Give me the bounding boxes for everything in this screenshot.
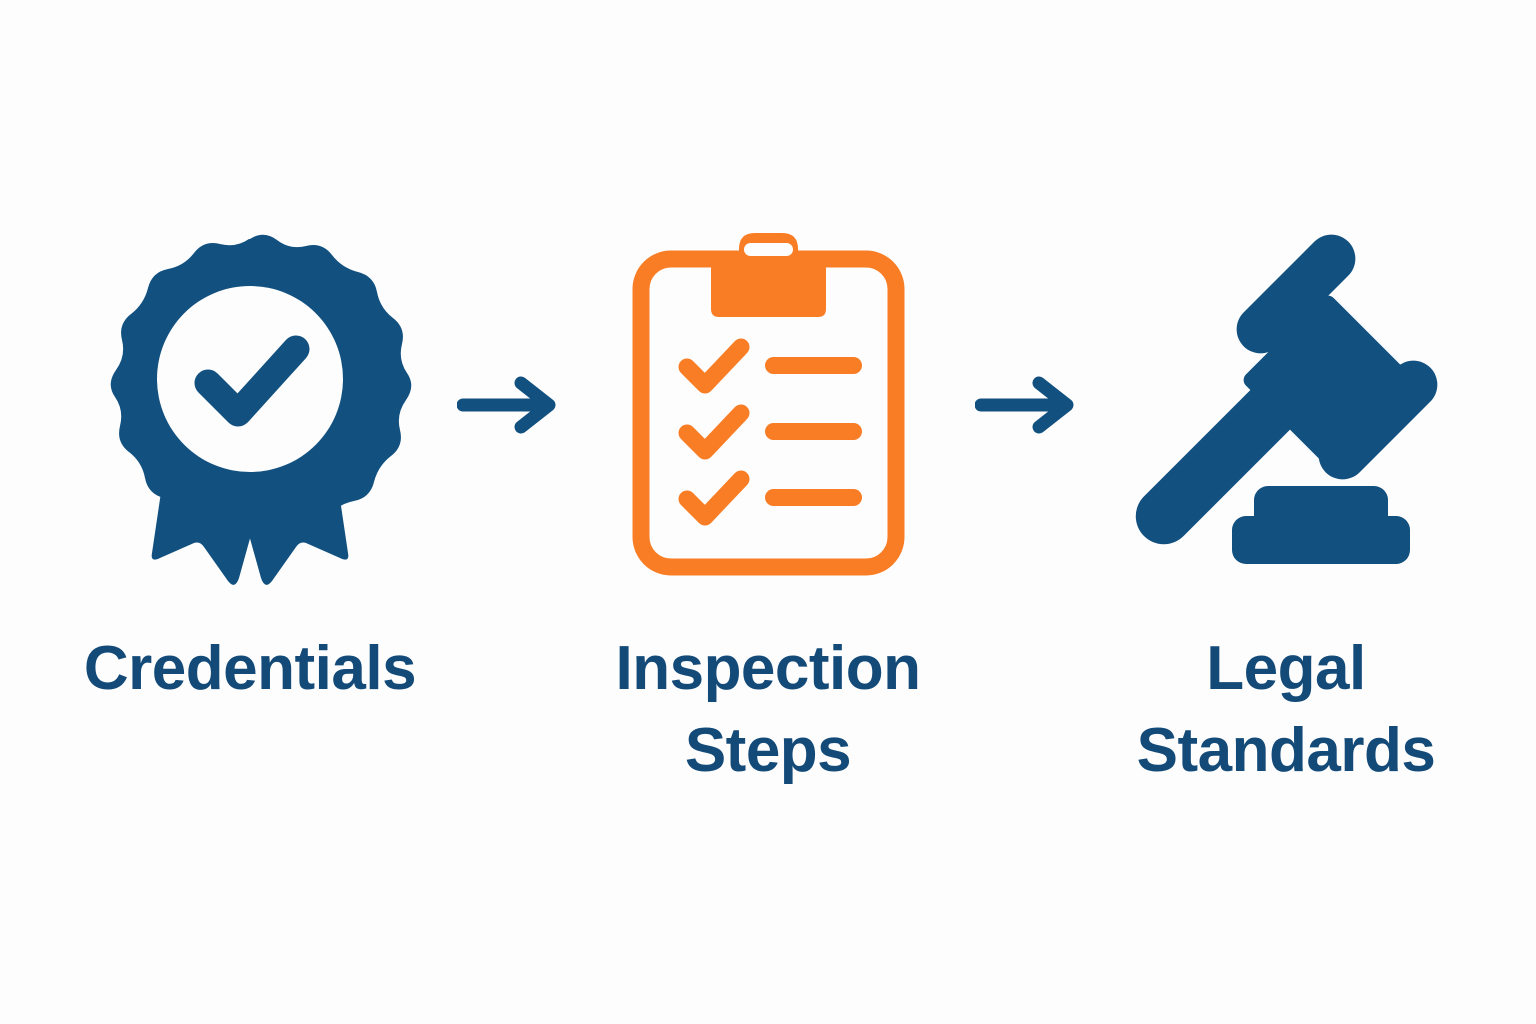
clipboard-clip — [710, 232, 826, 317]
clipboard-checklist-icon — [632, 232, 904, 575]
checklist-line-3 — [764, 488, 862, 506]
gavel-head — [1243, 295, 1412, 465]
checklist-check-3 — [678, 470, 749, 525]
stage-legal-standards[interactable]: Legal Standards — [1086, 0, 1486, 792]
gavel-band-lower — [1318, 360, 1437, 480]
connector-arrow-2 — [968, 0, 1086, 580]
gavel-band-upper — [1236, 234, 1355, 354]
checklist-check-1 — [678, 338, 749, 393]
arrow-right-icon — [457, 376, 556, 434]
arrow-right-icon — [975, 376, 1074, 434]
stage-label-inspection-steps: Inspection Steps — [615, 634, 921, 785]
sound-block-base — [1231, 516, 1410, 564]
connector-arrow-1 — [450, 0, 568, 580]
award-badge-check-icon — [110, 234, 412, 585]
badge-inner-circle — [157, 285, 343, 472]
check-icon — [194, 335, 310, 426]
stage-label-credentials: Credentials — [83, 634, 417, 703]
gavel-icon — [1135, 234, 1437, 564]
credentials-icon-box — [95, 230, 412, 585]
stage-label-legal-standards: Legal Standards — [1136, 634, 1436, 785]
checklist-line-2 — [764, 422, 862, 440]
stage-credentials[interactable]: Credentials — [50, 0, 450, 710]
inspection-steps-icon-box — [613, 230, 923, 580]
checklist-line-1 — [764, 356, 862, 374]
legal-standards-icon-box — [1131, 230, 1441, 580]
process-flow-row: Credentials — [50, 0, 1486, 792]
clipboard-clip-slot — [743, 242, 793, 256]
checklist-check-2 — [678, 404, 749, 459]
stage-inspection-steps[interactable]: Inspection Steps — [568, 0, 968, 792]
